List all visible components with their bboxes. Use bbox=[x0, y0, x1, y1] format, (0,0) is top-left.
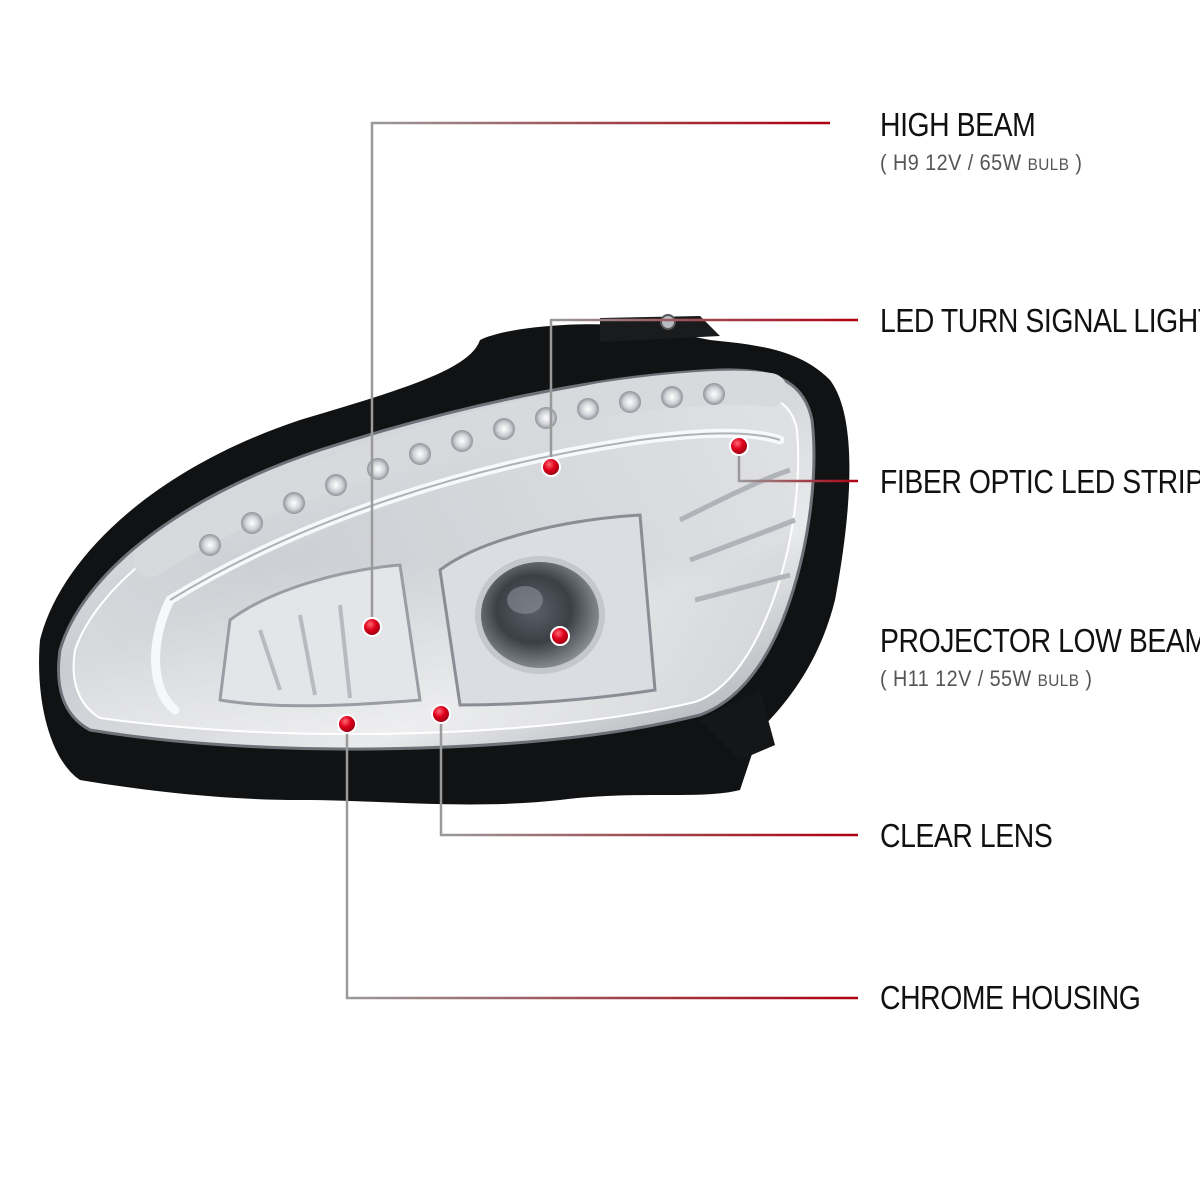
label-clear-lens: CLEAR LENS bbox=[880, 817, 1053, 854]
spec-projector-low-beam: ( H11 12V / 55W BULB ) bbox=[880, 666, 1092, 692]
leader-clear-lens bbox=[439, 714, 858, 837]
spec-main: H11 12V / 55W bbox=[893, 666, 1032, 691]
spec-high-beam: ( H9 12V / 65W BULB ) bbox=[880, 150, 1082, 176]
leader-led-turn bbox=[549, 318, 858, 467]
spec-open: ( bbox=[880, 666, 888, 691]
marker-chrome-housing bbox=[337, 714, 357, 734]
spec-unit: BULB bbox=[1027, 155, 1070, 174]
marker-led-turn bbox=[541, 457, 561, 477]
marker-projector bbox=[550, 626, 570, 646]
marker-fiber-optic bbox=[729, 436, 749, 456]
mount-bolt bbox=[660, 314, 676, 330]
markers bbox=[337, 436, 749, 734]
label-high-beam: HIGH BEAM bbox=[880, 106, 1036, 143]
spec-unit: BULB bbox=[1037, 671, 1080, 690]
leader-high-beam bbox=[370, 121, 830, 627]
label-projector-low-beam: PROJECTOR LOW BEAM bbox=[880, 622, 1200, 659]
spec-main: H9 12V / 65W bbox=[893, 150, 1022, 175]
leader-chrome-housing bbox=[345, 724, 858, 1000]
leader-lines bbox=[345, 121, 858, 1000]
label-chrome-housing: CHROME HOUSING bbox=[880, 979, 1141, 1016]
label-led-turn-signal: LED TURN SIGNAL LIGHT bbox=[880, 302, 1200, 339]
spec-open: ( bbox=[880, 150, 888, 175]
marker-clear-lens bbox=[431, 704, 451, 724]
high-beam-reflector bbox=[218, 563, 422, 708]
projector-lens bbox=[475, 556, 605, 674]
led-turn-signal-row bbox=[133, 370, 787, 577]
mounting-tab bbox=[600, 316, 720, 342]
lower-bracket bbox=[700, 690, 775, 760]
marker-high-beam bbox=[362, 617, 382, 637]
leader-fiber-optic bbox=[737, 446, 858, 483]
spec-close: ) bbox=[1075, 150, 1083, 175]
spec-close: ) bbox=[1085, 666, 1093, 691]
label-fiber-optic: FIBER OPTIC LED STRIP bbox=[880, 463, 1200, 500]
